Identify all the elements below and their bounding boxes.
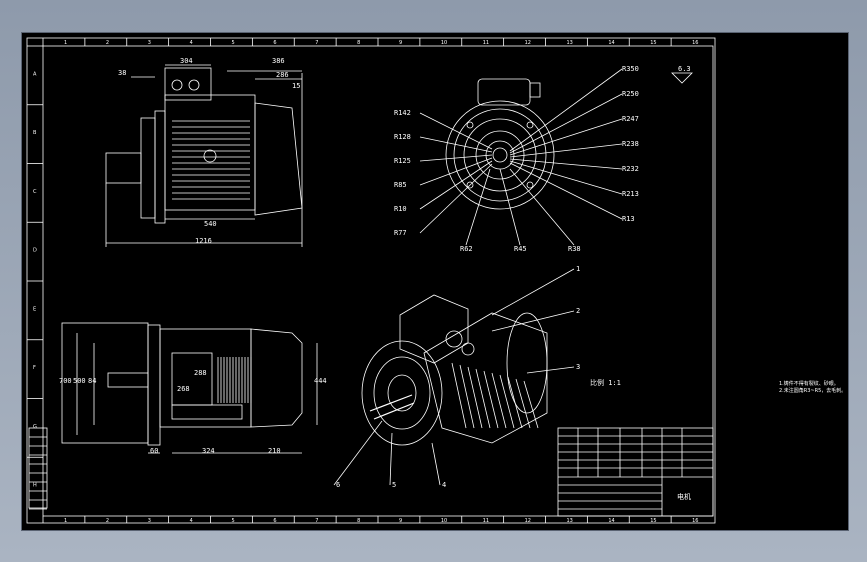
- end-view-radius-label: R238: [622, 140, 639, 148]
- grid-col-label: 10: [441, 40, 447, 46]
- end-view-radius-label: R85: [394, 181, 407, 189]
- grid-col-label: 16: [692, 40, 698, 46]
- side-dim-288: 288: [194, 369, 207, 377]
- iso-part-number: 1: [576, 265, 580, 273]
- grid-col-label: 7: [315, 40, 318, 46]
- side-dim-210: 210: [268, 447, 281, 455]
- grid-row-label: B: [33, 130, 37, 136]
- grid-col-label: 2: [106, 40, 109, 46]
- end-view-radius-label: R142: [394, 109, 411, 117]
- end-view-radius-label: R13: [622, 215, 635, 223]
- grid-row-label: H: [33, 483, 37, 489]
- side-dim-324: 324: [202, 447, 215, 455]
- grid-col-label: 4: [190, 40, 193, 46]
- grid-col-label: 1: [64, 518, 67, 524]
- top-dim-overall: 1216: [195, 237, 212, 245]
- iso-part-number: 5: [392, 481, 396, 489]
- end-view-radius-label: R125: [394, 157, 411, 165]
- grid-row-label: E: [33, 306, 36, 312]
- iso-part-number: 6: [336, 481, 340, 489]
- top-dim-offset: 38: [118, 69, 126, 77]
- title-block: 电机: [557, 427, 714, 517]
- grid-col-label: 3: [148, 518, 151, 524]
- end-view-radius-label: R250: [622, 90, 639, 98]
- grid-col-label: 1: [64, 40, 67, 46]
- end-view-radius-label: R45: [514, 245, 527, 253]
- side-dim-444: 444: [314, 377, 327, 385]
- end-view-radius-label: R10: [394, 205, 407, 213]
- side-dim-268: 268: [177, 385, 190, 393]
- end-view-radius-label: R213: [622, 190, 639, 198]
- iso-view: 比例 1:1: [333, 268, 621, 486]
- grid-col-label: 9: [399, 40, 402, 46]
- side-dim-60: 60: [150, 447, 158, 455]
- technical-notes: 1.铸件不得有裂纹、砂眼。 2.未注圆角R3~R5，去毛刺。: [779, 381, 846, 395]
- grid-col-label: 11: [483, 518, 489, 524]
- end-view-radius-label: R128: [394, 133, 411, 141]
- iso-part-numbers: 1 2 3 4 5 6: [336, 265, 580, 489]
- revision-table: [28, 427, 48, 510]
- grid-col-label: 15: [650, 40, 656, 46]
- top-dim-width: 304: [180, 57, 193, 65]
- grid-col-label: 5: [231, 40, 234, 46]
- outer-frame: [26, 37, 716, 524]
- grid-col-label: 13: [566, 518, 572, 524]
- iso-scale-note: 比例 1:1: [590, 378, 621, 387]
- grid-col-label: 2: [106, 518, 109, 524]
- side-view: 700 500 84 288 268 444 60 324 210: [59, 322, 327, 455]
- grid-col-label: 8: [357, 40, 360, 46]
- end-view-radius-label: R247: [622, 115, 639, 123]
- grid-col-label: 14: [608, 40, 614, 46]
- grid-row-label: D: [33, 248, 37, 254]
- grid-labels: 1122334455667788991010111112121313141415…: [27, 38, 698, 524]
- iso-part-number: 2: [576, 307, 580, 315]
- grid-col-label: 16: [692, 518, 698, 524]
- grid-col-label: 12: [525, 40, 531, 46]
- top-dim-body: 540: [204, 220, 217, 228]
- grid-col-label: 4: [190, 518, 193, 524]
- top-dim-height: 386: [272, 57, 285, 65]
- grid-col-label: 11: [483, 40, 489, 46]
- grid-row-label: A: [33, 71, 37, 77]
- grid-col-label: 12: [525, 518, 531, 524]
- grid-col-label: 14: [608, 518, 614, 524]
- grid-col-label: 9: [399, 518, 402, 524]
- side-dim-700: 700: [59, 377, 72, 385]
- note-line-1: 1.铸件不得有裂纹、砂眼。: [779, 381, 839, 387]
- iso-part-number: 3: [576, 363, 580, 371]
- drawing-sheet: 1122334455667788991010111112121313141415…: [26, 37, 716, 524]
- end-view-radius-label: R232: [622, 165, 639, 173]
- grid-col-label: 6: [273, 518, 276, 524]
- note-line-2: 2.未注圆角R3~R5，去毛刺。: [779, 388, 847, 394]
- side-dim-500: 500: [73, 377, 86, 385]
- inner-frame: [42, 45, 714, 517]
- top-dim-small: 15: [292, 82, 300, 90]
- grid-col-label: 5: [231, 518, 234, 524]
- end-view-radius-label: R38: [568, 245, 581, 253]
- end-view: 6.3: [419, 65, 693, 246]
- end-view-radius-label: R62: [460, 245, 473, 253]
- grid-row-label: C: [33, 189, 37, 195]
- title-block-name: 电机: [677, 492, 691, 501]
- grid-col-label: 13: [566, 40, 572, 46]
- grid-row-label: G: [33, 424, 37, 430]
- iso-part-number: 4: [442, 481, 446, 489]
- top-dim-height2: 286: [276, 71, 289, 79]
- end-view-radius-label: R77: [394, 229, 407, 237]
- grid-col-label: 10: [441, 518, 447, 524]
- end-view-radius-label: R350: [622, 65, 639, 73]
- top-view: 304 38 386 286 15 540 1216: [105, 57, 303, 247]
- grid-col-label: 3: [148, 40, 151, 46]
- roughness-value: 6.3: [678, 65, 691, 73]
- grid-row-label: F: [33, 365, 36, 371]
- grid-col-label: 8: [357, 518, 360, 524]
- side-dim-84: 84: [88, 377, 96, 385]
- grid-col-label: 6: [273, 40, 276, 46]
- grid-col-label: 15: [650, 518, 656, 524]
- grid-col-label: 7: [315, 518, 318, 524]
